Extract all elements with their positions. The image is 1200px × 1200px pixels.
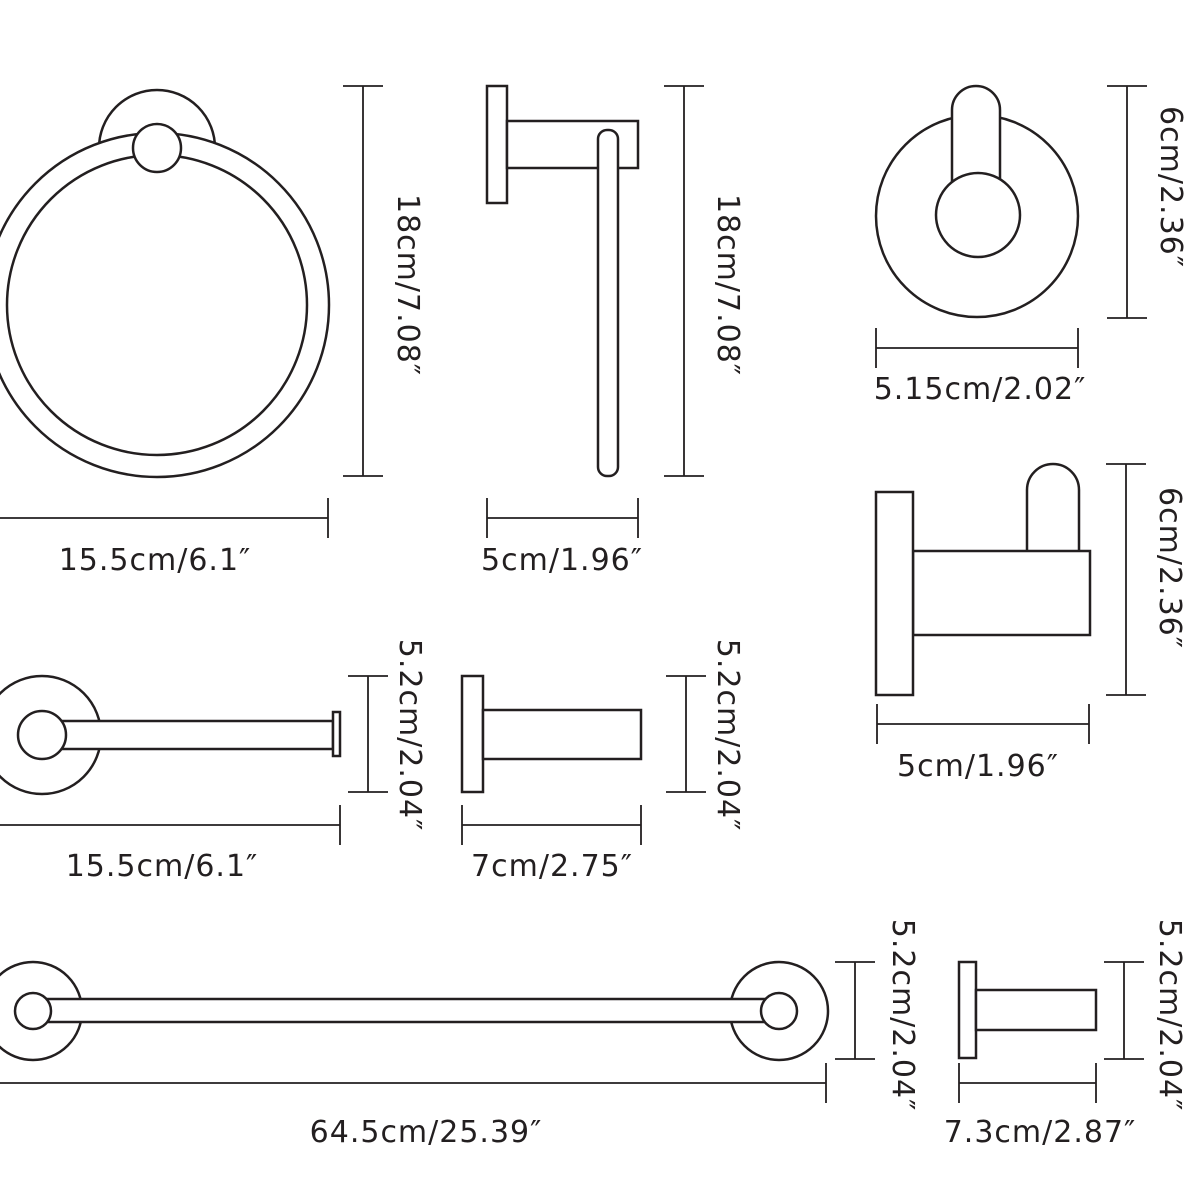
- robe-hook-front-height-label: 6cm/2.36″: [1153, 106, 1188, 268]
- paper-holder-front-width-label: 15.5cm/6.1″: [66, 849, 259, 884]
- paper-holder-front-height-label: 5.2cm/2.04″: [392, 639, 427, 832]
- towel-holder-width-dimension: [486, 498, 639, 538]
- paper-holder-front-arm: [48, 719, 335, 751]
- towel-holder-height-dimension: [664, 85, 704, 477]
- paper-holder-front-height-dimension: [348, 675, 388, 793]
- towel-ring-post: [131, 122, 183, 174]
- robe-hook-front-width-dimension: [875, 328, 1079, 368]
- robe-hook-side-height-dimension: [1106, 463, 1146, 696]
- towel-bar-side-plate: [957, 960, 978, 1060]
- robe-hook-side-drawing: [874, 462, 1092, 697]
- towel-bar-side-width-label: 7.3cm/2.87″: [944, 1115, 1137, 1150]
- paper-holder-side-arm: [481, 708, 643, 761]
- towel-bar-side-height-dimension: [1104, 961, 1144, 1060]
- robe-hook-front-width-label: 5.15cm/2.02″: [874, 372, 1087, 407]
- towel-bar-side-width-dimension: [958, 1063, 1097, 1103]
- robe-hook-front-knob: [934, 171, 1022, 259]
- robe-hook-front-height-dimension: [1107, 85, 1147, 319]
- towel-bar-front-width-dimension: [0, 1063, 827, 1103]
- robe-hook-front-drawing: [874, 84, 1080, 319]
- towel-ring-height-dimension: [343, 85, 383, 477]
- towel-holder-drawing: [485, 84, 640, 478]
- paper-holder-front-post: [16, 709, 68, 761]
- paper-holder-side-width-dimension: [461, 805, 642, 845]
- paper-holder-front-drawing: [0, 674, 342, 796]
- towel-bar-front-drawing: [0, 960, 830, 1062]
- paper-holder-side-plate: [460, 674, 485, 794]
- paper-holder-front-width-dimension: [0, 805, 341, 845]
- paper-holder-front-end-cap: [331, 710, 342, 758]
- towel-ring-width-dimension: [0, 498, 329, 538]
- towel-bar-front-right-post: [759, 991, 799, 1031]
- towel-bar-front-width-label: 64.5cm/25.39″: [310, 1115, 543, 1150]
- paper-holder-side-drawing: [460, 674, 643, 794]
- robe-hook-side-height-label: 6cm/2.36″: [1152, 487, 1187, 649]
- towel-ring-height-label: 18cm/7.08″: [390, 194, 425, 376]
- towel-bar-side-arm: [974, 988, 1098, 1032]
- towel-holder-bar: [596, 128, 620, 478]
- towel-bar-front-left-post: [13, 991, 53, 1031]
- towel-holder-wall-plate: [485, 84, 509, 205]
- towel-bar-side-height-label: 5.2cm/2.04″: [1152, 919, 1187, 1112]
- towel-bar-front-height-dimension: [835, 961, 875, 1060]
- towel-ring-inner: [5, 153, 309, 457]
- paper-holder-side-height-dimension: [666, 675, 706, 793]
- towel-holder-height-label: 18cm/7.08″: [710, 194, 745, 376]
- robe-hook-side-width-label: 5cm/1.96″: [897, 749, 1059, 784]
- towel-bar-front-bar: [42, 997, 770, 1024]
- robe-hook-side-width-dimension: [876, 704, 1090, 744]
- towel-ring-drawing: [0, 88, 331, 479]
- towel-bar-front-height-label: 5.2cm/2.04″: [885, 919, 920, 1112]
- paper-holder-side-height-label: 5.2cm/2.04″: [710, 639, 745, 832]
- robe-hook-side-plate: [874, 490, 915, 697]
- towel-ring-width-label: 15.5cm/6.1″: [59, 543, 252, 578]
- robe-hook-side-arm: [911, 549, 1092, 637]
- towel-bar-side-drawing: [957, 960, 1098, 1060]
- towel-holder-width-label: 5cm/1.96″: [481, 543, 643, 578]
- paper-holder-side-width-label: 7cm/2.75″: [471, 849, 633, 884]
